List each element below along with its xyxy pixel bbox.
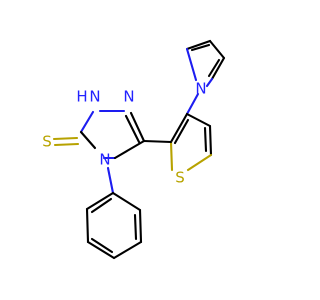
pyrrole-nitrogen-label: N bbox=[195, 80, 206, 98]
phenyl-double-bond-2 bbox=[90, 237, 114, 254]
pyrrole-double-bond-2 bbox=[207, 58, 221, 78]
triazole-right-bond bbox=[129, 111, 146, 143]
thione-group bbox=[52, 136, 80, 147]
molecular-structure: H N N N N S S bbox=[42, 39, 226, 260]
thiophene-s-bond-right bbox=[186, 153, 213, 172]
pyrrole-n-bond-right bbox=[205, 77, 214, 88]
pyrrole-n-bond-left bbox=[185, 47, 198, 82]
triazole-nh-bond bbox=[79, 110, 95, 134]
phenyl-ring bbox=[85, 166, 143, 260]
pyrrole-double-bond-1 bbox=[190, 43, 211, 52]
thiophene-bond-2 bbox=[208, 124, 213, 157]
triazole-upper-nitrogen-label: N bbox=[123, 88, 134, 106]
pyrrole-bond-1 bbox=[185, 39, 212, 51]
nh-hydrogen-label: H bbox=[76, 88, 87, 106]
phenyl-bond-2 bbox=[138, 208, 143, 244]
thiophene-double-bond-2 bbox=[203, 126, 208, 153]
pyrrole-ring bbox=[185, 39, 226, 116]
triazole-ring bbox=[79, 109, 173, 160]
thiophene-double-bond-1 bbox=[173, 118, 190, 145]
phenyl-n-bond bbox=[106, 166, 115, 195]
pyrrole-bond-2 bbox=[208, 39, 226, 60]
phenyl-bond-3 bbox=[112, 240, 143, 260]
phenyl-double-bond-3 bbox=[90, 197, 113, 214]
phenyl-bond-5 bbox=[85, 207, 90, 244]
triazole-lower-n-bond-right bbox=[113, 139, 146, 160]
triazole-lower-nitrogen-label: N bbox=[99, 151, 110, 169]
phenyl-bond-1 bbox=[111, 191, 142, 212]
thiophene-bond-3 bbox=[169, 112, 189, 144]
triazole-to-thiophene-bond bbox=[142, 139, 173, 144]
thiophene-sulfur-label: S bbox=[175, 169, 185, 187]
triazole-double-bond bbox=[124, 114, 141, 144]
triazole-c-n-bond bbox=[79, 130, 97, 150]
phenyl-bond-6 bbox=[85, 191, 115, 211]
thione-double-bond-1 bbox=[52, 136, 79, 141]
pyrrole-bond-3 bbox=[210, 56, 226, 81]
thiophene-bond-1 bbox=[185, 112, 212, 128]
nh-nitrogen-label: N bbox=[89, 88, 100, 106]
thione-sulfur-label: S bbox=[42, 133, 52, 151]
thione-double-bond-2 bbox=[53, 142, 80, 147]
thiophene-ring bbox=[169, 112, 213, 172]
phenyl-double-bond-1 bbox=[133, 213, 138, 241]
pyrrole-to-thiophene-bond bbox=[185, 92, 200, 116]
thiophene-s-bond-left bbox=[169, 140, 174, 172]
phenyl-bond-4 bbox=[86, 240, 116, 260]
